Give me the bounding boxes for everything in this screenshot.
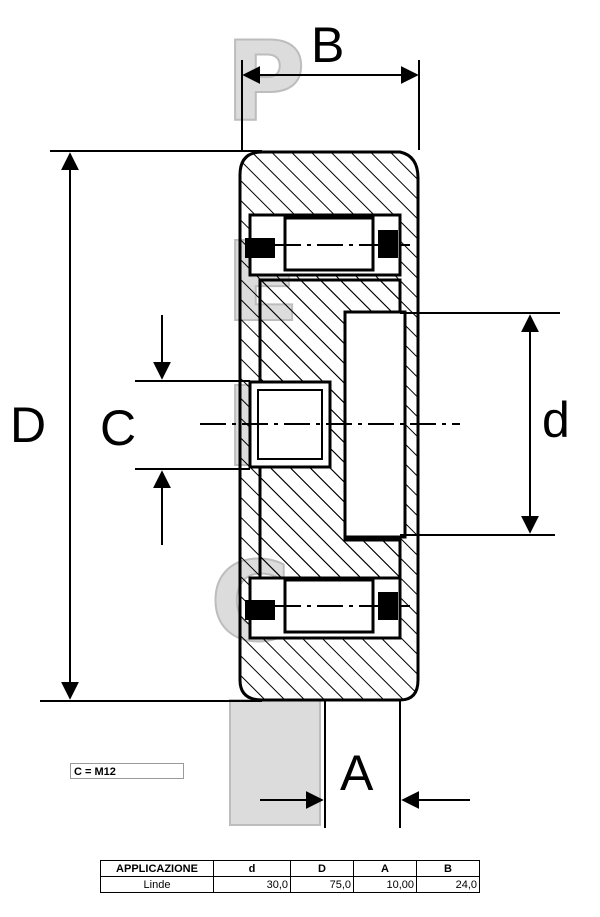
table-row: Linde 30,0 75,0 10,00 24,0	[100, 876, 480, 893]
label-D: D	[10, 397, 46, 453]
dimension-A	[260, 700, 470, 828]
label-B: B	[311, 17, 344, 73]
dimension-B	[241, 60, 420, 150]
dimension-d	[400, 312, 560, 536]
cell-D: 75,0	[290, 876, 354, 893]
center-lines	[200, 244, 460, 607]
cell-A: 10,00	[353, 876, 417, 893]
svg-text:P: P	[225, 18, 306, 146]
cell-d: 30,0	[213, 876, 291, 893]
cell-applicazione: Linde	[100, 876, 214, 893]
dimension-D	[40, 150, 262, 702]
application-table: APPLICAZIONE d D A B Linde 30,0 75,0 10,…	[100, 860, 480, 893]
header-D: D	[290, 860, 354, 877]
header-B: B	[416, 860, 480, 877]
table-header-row: APPLICAZIONE d D A B	[100, 860, 480, 877]
thread-note: C = M12	[70, 763, 184, 779]
dimension-C	[135, 315, 250, 545]
cell-B: 24,0	[416, 876, 480, 893]
header-d: d	[213, 860, 291, 877]
label-A: A	[340, 745, 374, 801]
header-applicazione: APPLICAZIONE	[100, 860, 214, 877]
roller-lower	[245, 576, 402, 640]
label-d: d	[542, 392, 570, 448]
header-A: A	[353, 860, 417, 877]
label-C: C	[100, 400, 136, 456]
